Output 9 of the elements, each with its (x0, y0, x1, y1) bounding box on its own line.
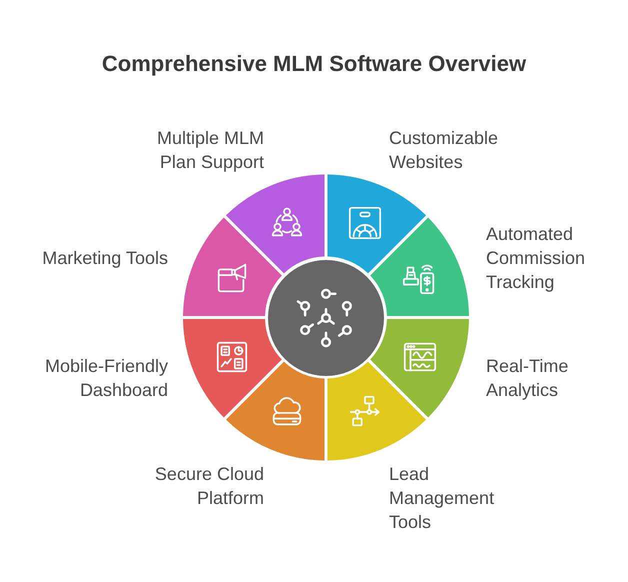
feature-label: Marketing Tools (41, 247, 168, 270)
feature-label: Lead Management Tools (389, 463, 496, 534)
feature-label: Customizable Websites (389, 127, 500, 174)
feature-label: Real-Time Analytics (486, 355, 570, 402)
feature-label: Secure Cloud Platform (154, 463, 264, 510)
feature-label: Automated Commission Tracking (486, 223, 586, 294)
feature-label: Multiple MLM Plan Support (156, 127, 264, 174)
feature-label: Mobile-Friendly Dashboard (44, 355, 168, 402)
title: Comprehensive MLM Software Overview (100, 50, 528, 78)
